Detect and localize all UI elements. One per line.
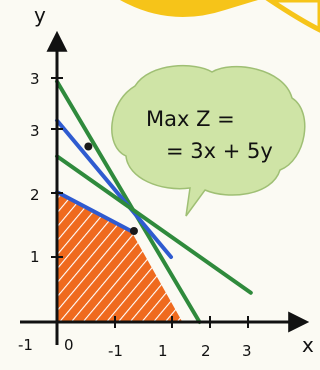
x-tick-label: 1 [158,342,168,360]
y-tick-label: 3 [30,122,40,140]
y-tick-label: 2 [30,186,40,204]
y-axis-label: y [34,3,46,27]
y-tick-label: 3 [30,70,40,88]
constraint-line-3 [55,154,253,295]
x-tick-label: -1 [18,336,33,354]
marked-points [84,142,138,235]
banner-decoration [120,0,258,18]
x-tick-label: 2 [201,342,211,360]
objective-bubble [111,64,306,217]
x-tick-label: 3 [242,342,252,360]
objective-line-2: = 3x + 5y [166,139,273,163]
constraint-line-2 [55,118,173,259]
x-tick-label: -1 [108,342,123,360]
feasible-region [57,192,183,322]
constraint-line-4 [55,190,134,233]
intersection-point [129,227,138,235]
axis-ticks [51,77,249,328]
x-tick-label: 0 [64,336,74,354]
x-axis-label: x [302,333,314,357]
banner-decoration-arc [265,0,320,33]
constraint-line-1 [55,79,202,324]
y-tick-label: 1 [30,248,40,266]
constraint-lines [55,79,253,324]
intersection-point [84,142,93,151]
objective-line-1: Max Z = [146,107,235,131]
